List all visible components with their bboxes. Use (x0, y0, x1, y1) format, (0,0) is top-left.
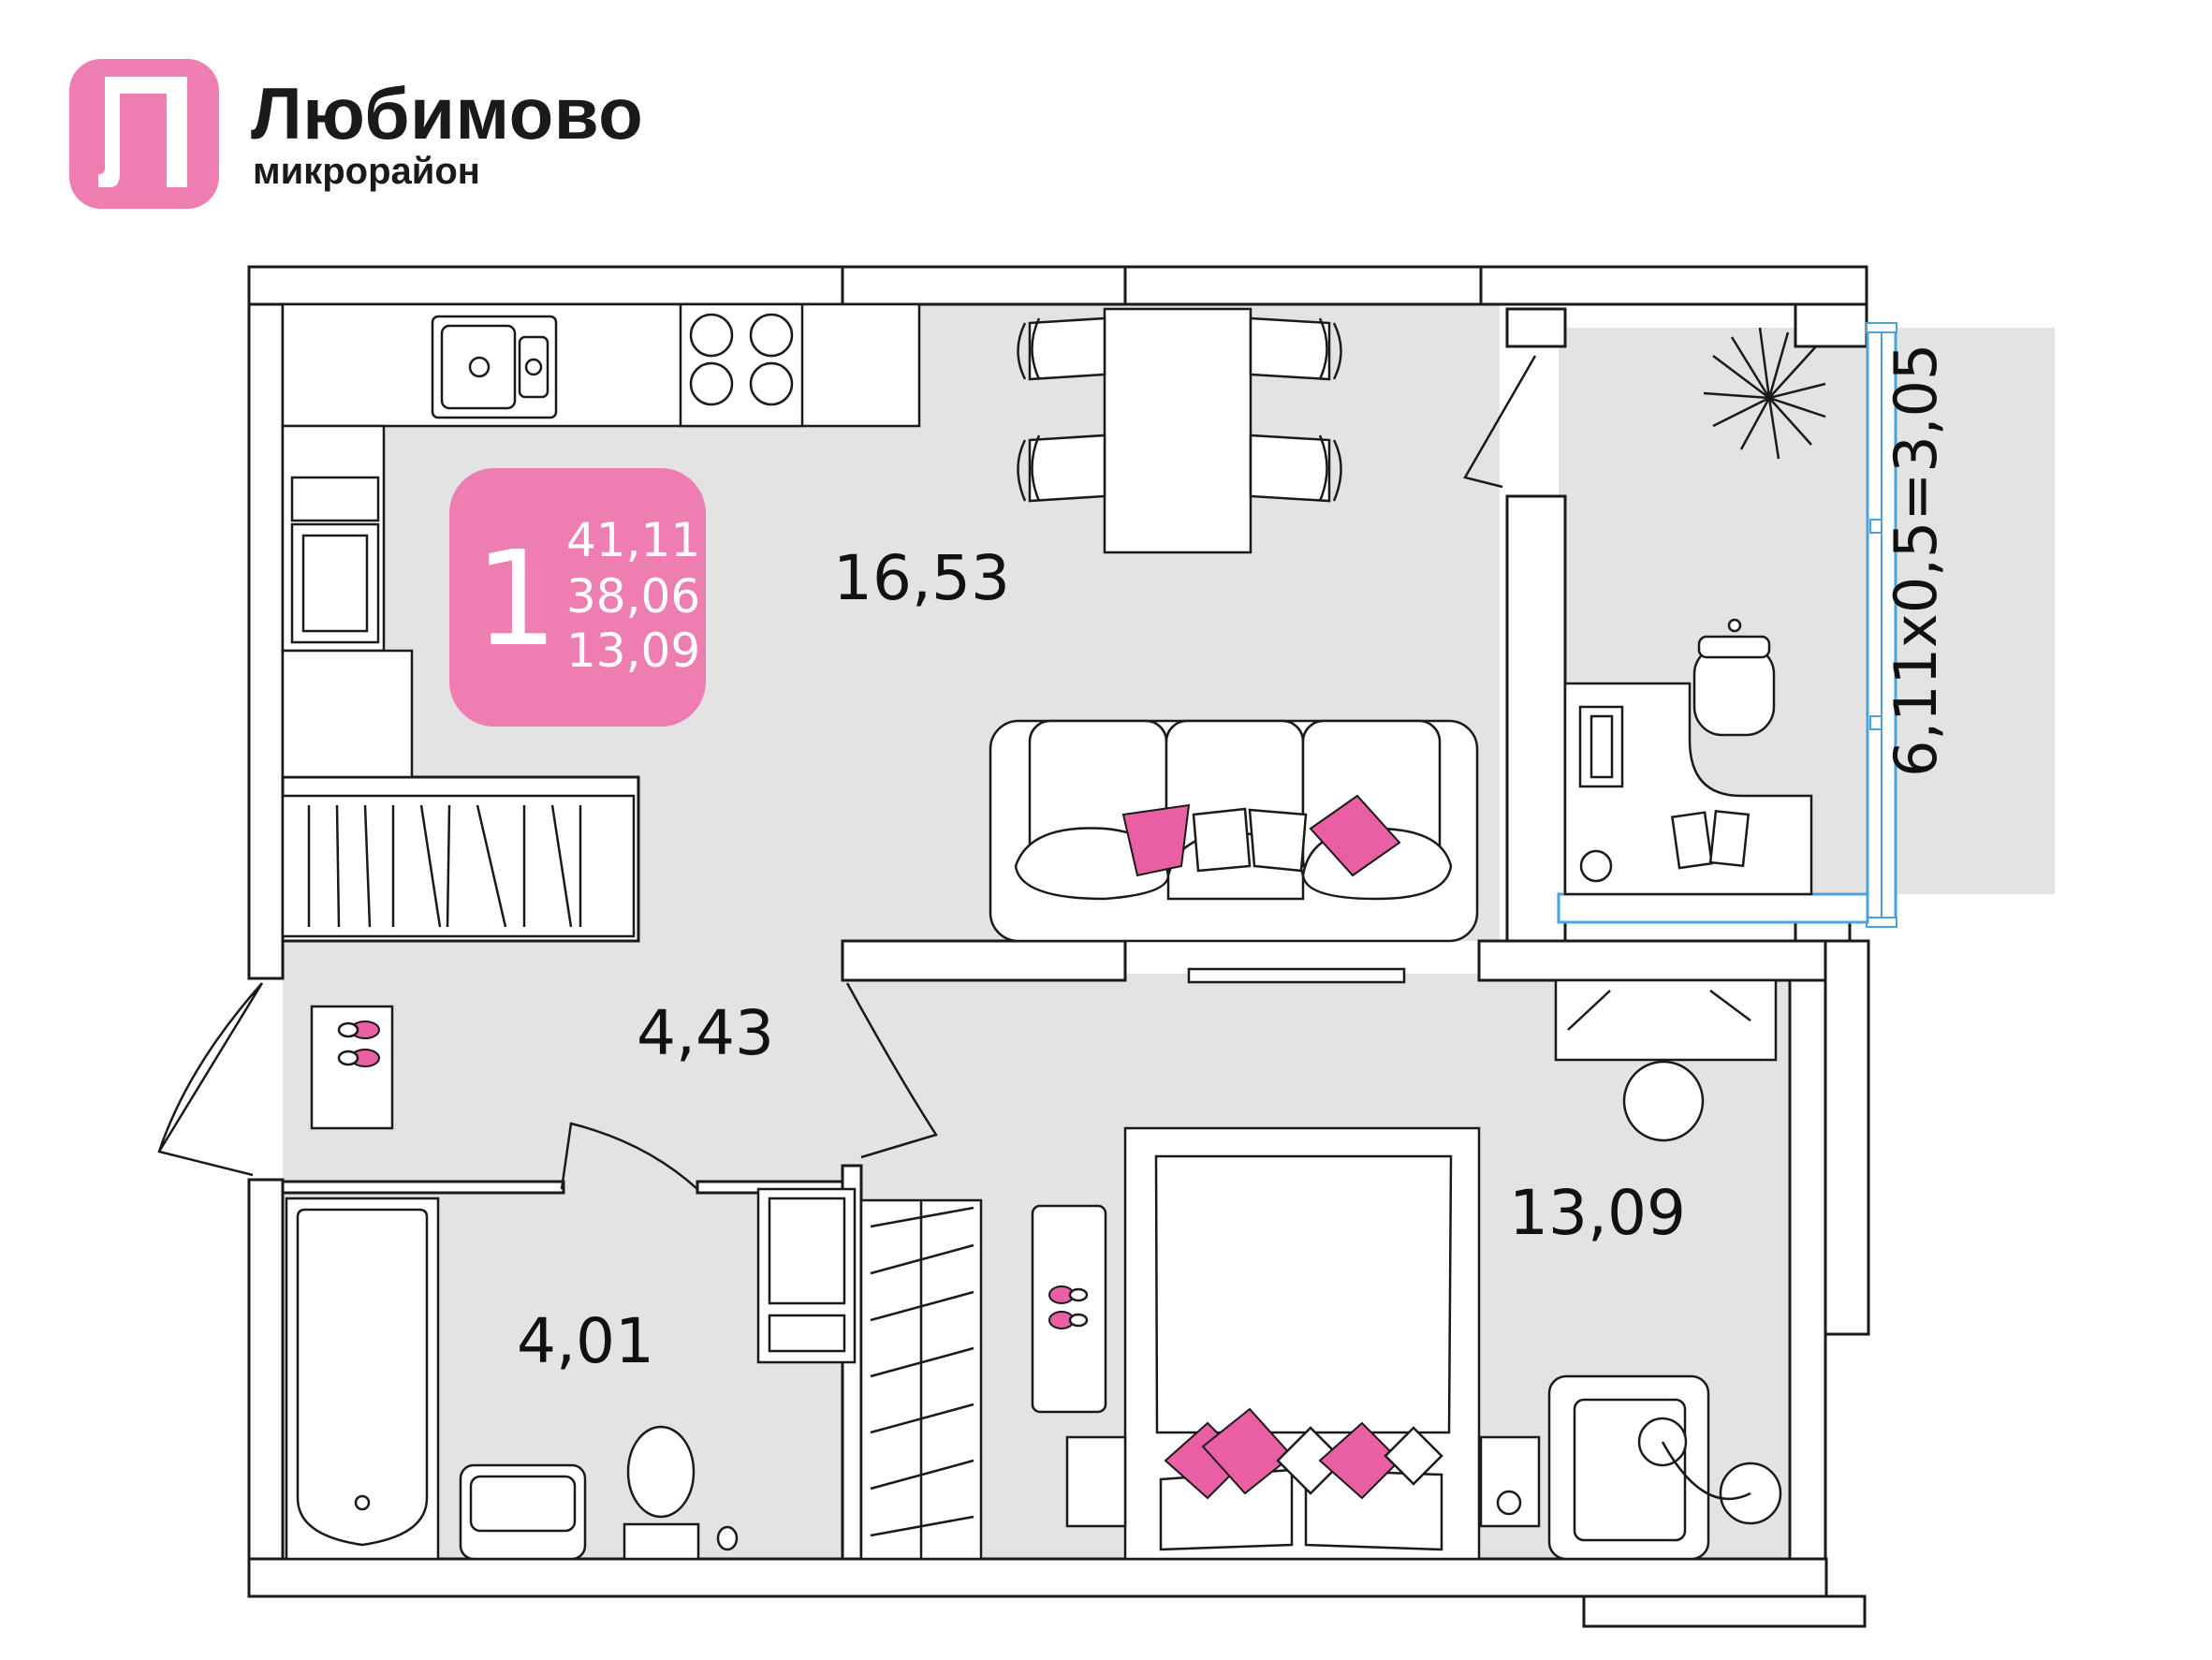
bedroom-door (845, 982, 938, 1159)
wardrobe-icon (281, 794, 636, 938)
armchair (1547, 1374, 1710, 1561)
brand-logo: Любимово микрорайон (69, 59, 643, 209)
wall-bottom (247, 1557, 1828, 1598)
badge-background (449, 468, 706, 727)
chair (1017, 316, 1106, 381)
hallway (157, 794, 636, 1177)
bench-with-slippers (1031, 1204, 1107, 1414)
stove-icon (679, 302, 804, 428)
hallway-area: 4,43 (637, 997, 774, 1069)
shoe-mat (310, 1005, 394, 1130)
tv-stand (1187, 967, 1406, 984)
wall-left-lower (247, 1178, 285, 1594)
sink-icon (431, 315, 558, 419)
bathroom (285, 1122, 857, 1561)
bedside-table (1065, 1435, 1541, 1528)
floor-lamp (1661, 1441, 1782, 1525)
sofa (989, 719, 1479, 943)
wall-top-mid (841, 265, 1127, 306)
pillow (1192, 807, 1252, 873)
kitchen (281, 302, 921, 779)
wall-balcony-corner (1794, 302, 1868, 348)
stool (1622, 1060, 1705, 1142)
kitchen-living-area: 16,53 (833, 542, 1010, 614)
bedroom-area: 13,09 (1509, 1177, 1686, 1249)
chair (1017, 433, 1106, 503)
bathroom-door (560, 1122, 698, 1190)
pillow (1309, 794, 1401, 877)
balcony-glazing (1557, 322, 1897, 928)
wall-right-outer (1824, 939, 1870, 1336)
wall-balcony-divider (1505, 494, 1567, 943)
wall-top-right (1123, 265, 1483, 306)
balcony-door (1463, 355, 1537, 489)
oven-icon (290, 476, 380, 644)
plant-icon (1703, 327, 1826, 460)
fridge (281, 649, 414, 779)
wall-left-upper (247, 302, 285, 980)
office-chair (1692, 618, 1776, 737)
wall-living-bedroom-1 (841, 939, 1127, 982)
badge-rooms: 1 (475, 523, 558, 676)
logo-letter-shape (98, 77, 187, 187)
bathroom-area: 4,01 (517, 1305, 654, 1377)
washbasin-icon (459, 1463, 587, 1561)
brand-name: Любимово (251, 72, 643, 154)
bed (1123, 1126, 1481, 1561)
boiler-icon (756, 1187, 857, 1364)
badge-total-area: 41,11 (566, 513, 700, 567)
wall-living-bedroom-2 (1477, 939, 1827, 982)
entry-door (157, 982, 264, 1177)
badge-living-area: 38,06 (566, 569, 700, 624)
wall-bath-top (281, 1180, 565, 1195)
toilet-icon (623, 1425, 739, 1561)
wall-balcony-stub (1505, 307, 1567, 348)
pillow (1121, 803, 1191, 877)
bedroom (845, 978, 1782, 1561)
brand-subtitle: микрорайон (253, 151, 480, 192)
balcony-area-formula: 6,11х0,5=3,05 (1882, 344, 1950, 777)
badge-room-area: 13,09 (566, 624, 700, 678)
bathtub-icon (285, 1197, 440, 1561)
wall-right-bedroom (1788, 939, 1827, 1561)
chair (1249, 316, 1342, 381)
desk (1563, 682, 1813, 896)
chair (1249, 433, 1342, 503)
dining-table (1017, 307, 1342, 554)
area-labels: 16,53 4,43 4,01 13,09 (517, 542, 1686, 1377)
pillow (1248, 808, 1308, 873)
wall-top-left (247, 265, 845, 306)
apartment-badge: 1 41,11 38,06 13,09 (449, 468, 706, 727)
balcony-furniture: 6,11х0,5=3,05 (1563, 327, 1950, 896)
wall-top-balcony (1479, 265, 1868, 306)
vanity-desk (1554, 978, 1778, 1062)
wall-bottom-step (1582, 1594, 1867, 1628)
wardrobe-bedroom (859, 1198, 983, 1561)
kitchen-counter (281, 302, 921, 428)
